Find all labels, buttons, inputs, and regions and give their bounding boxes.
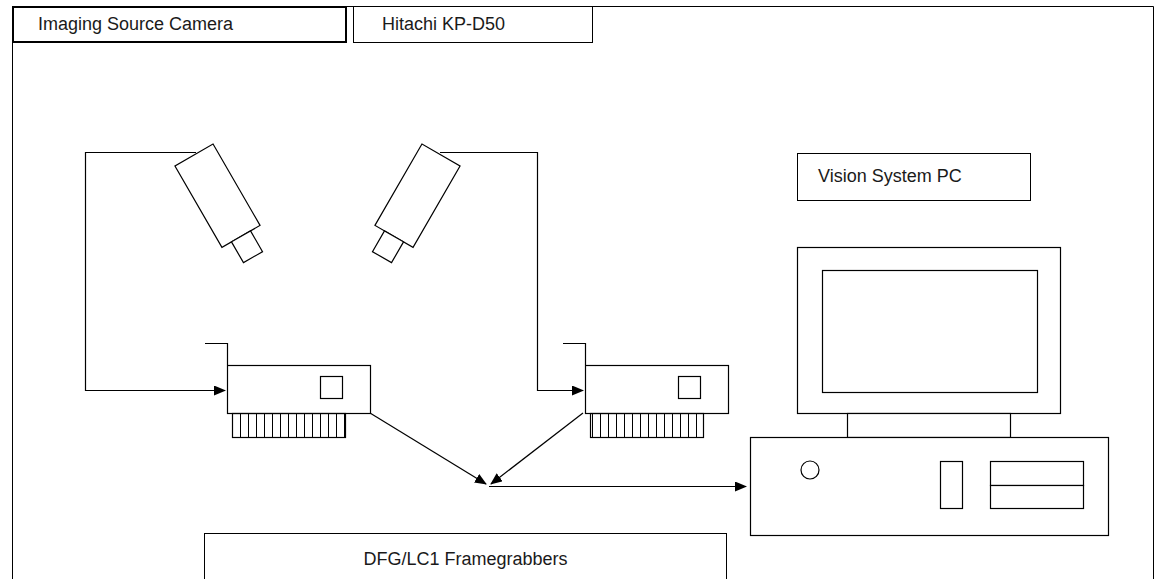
tab-label: Imaging Source Camera	[12, 6, 347, 43]
tab-label: Hitachi KP-D50	[353, 6, 593, 43]
camera-cable	[86, 153, 584, 391]
label-text: Vision System PC	[818, 167, 962, 187]
camera	[363, 144, 460, 268]
camera	[175, 144, 272, 268]
data-bus-arrow	[370, 413, 746, 487]
framegrabber-card	[205, 344, 371, 438]
outer-frame	[13, 7, 1154, 579]
framegrabber-card	[563, 344, 729, 438]
label-box: DFG/LC1 Framegrabbers	[204, 533, 727, 579]
label-text: DFG/LC1 Framegrabbers	[363, 550, 567, 570]
label-box: Vision System PC	[797, 153, 1031, 201]
label-text: Hitachi KP-D50	[382, 15, 505, 35]
pc-illustration	[751, 248, 1109, 536]
label-text: Imaging Source Camera	[38, 15, 233, 35]
